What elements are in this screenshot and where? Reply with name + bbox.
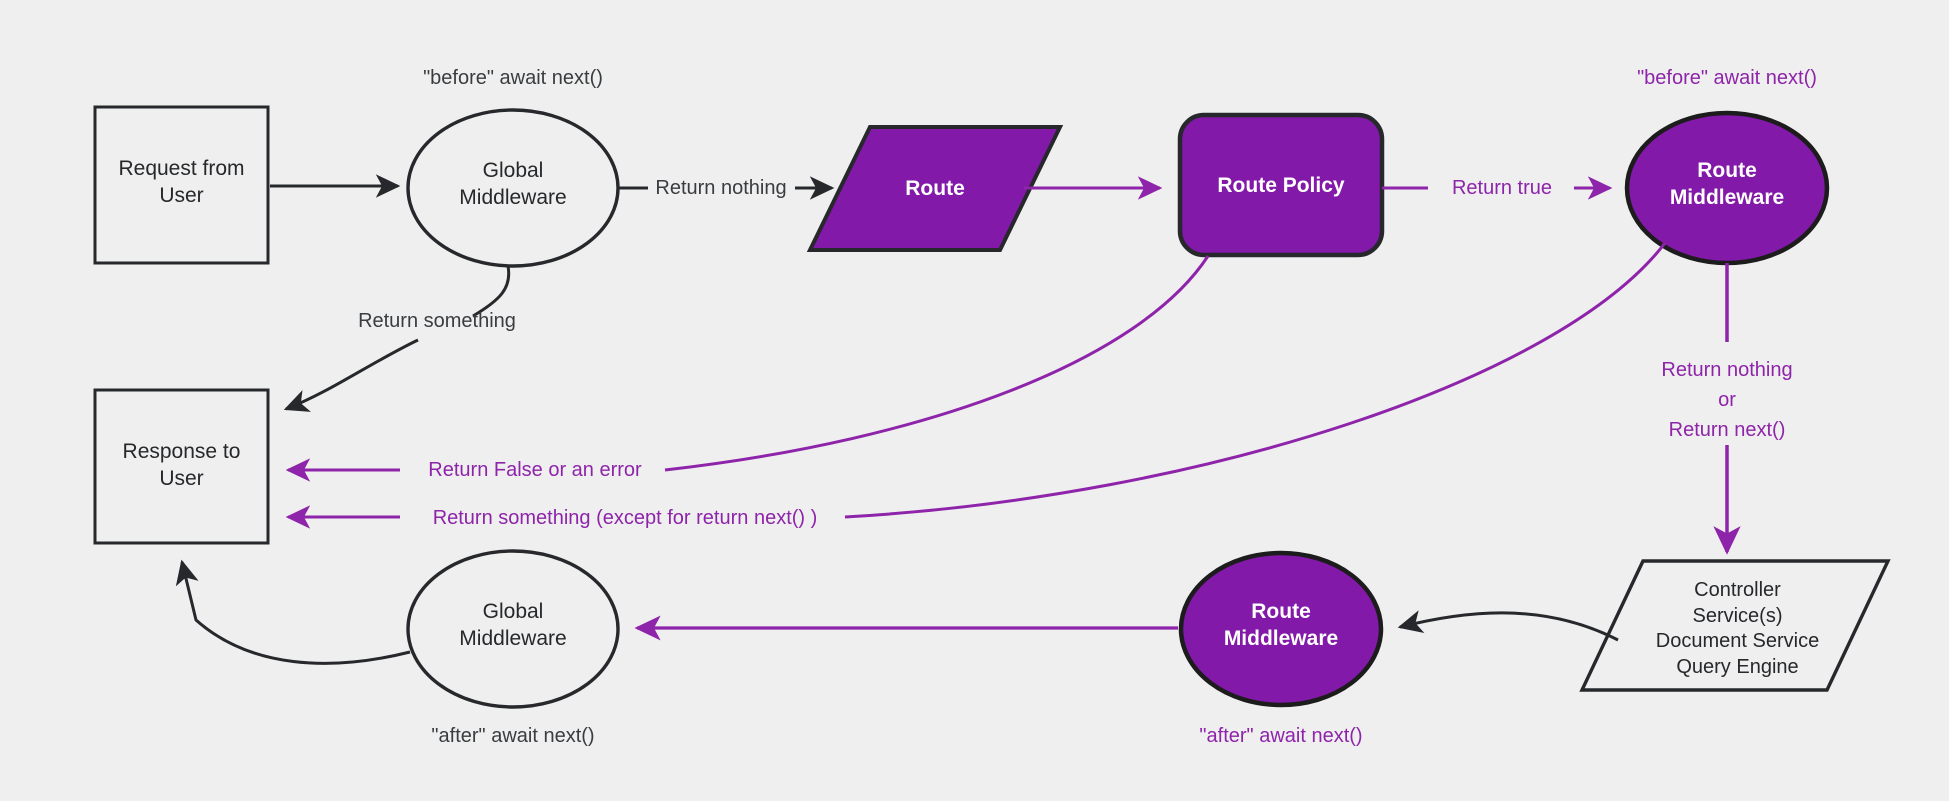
node-request-shape <box>93 105 270 265</box>
edge-route-middleware-to-label-except <box>844 242 1667 519</box>
node-controller-shape <box>1579 559 1891 692</box>
node-global-middleware-after-shape <box>406 549 620 709</box>
node-response-shape <box>93 388 270 545</box>
node-global-middleware-before-shape <box>406 108 620 268</box>
edge-label-something-to-response <box>283 338 419 412</box>
edge-policy-to-label-false <box>664 255 1210 472</box>
edge-controller-to-route-middleware-after <box>1397 610 1619 642</box>
node-route-policy-shape <box>1177 112 1385 258</box>
node-route-middleware-after-shape <box>1178 550 1384 708</box>
node-route-middleware-before-shape <box>1624 110 1830 266</box>
edge-global-after-to-response <box>175 559 411 665</box>
node-route-shape <box>806 125 1064 252</box>
edge-global-to-label-something <box>472 265 511 318</box>
